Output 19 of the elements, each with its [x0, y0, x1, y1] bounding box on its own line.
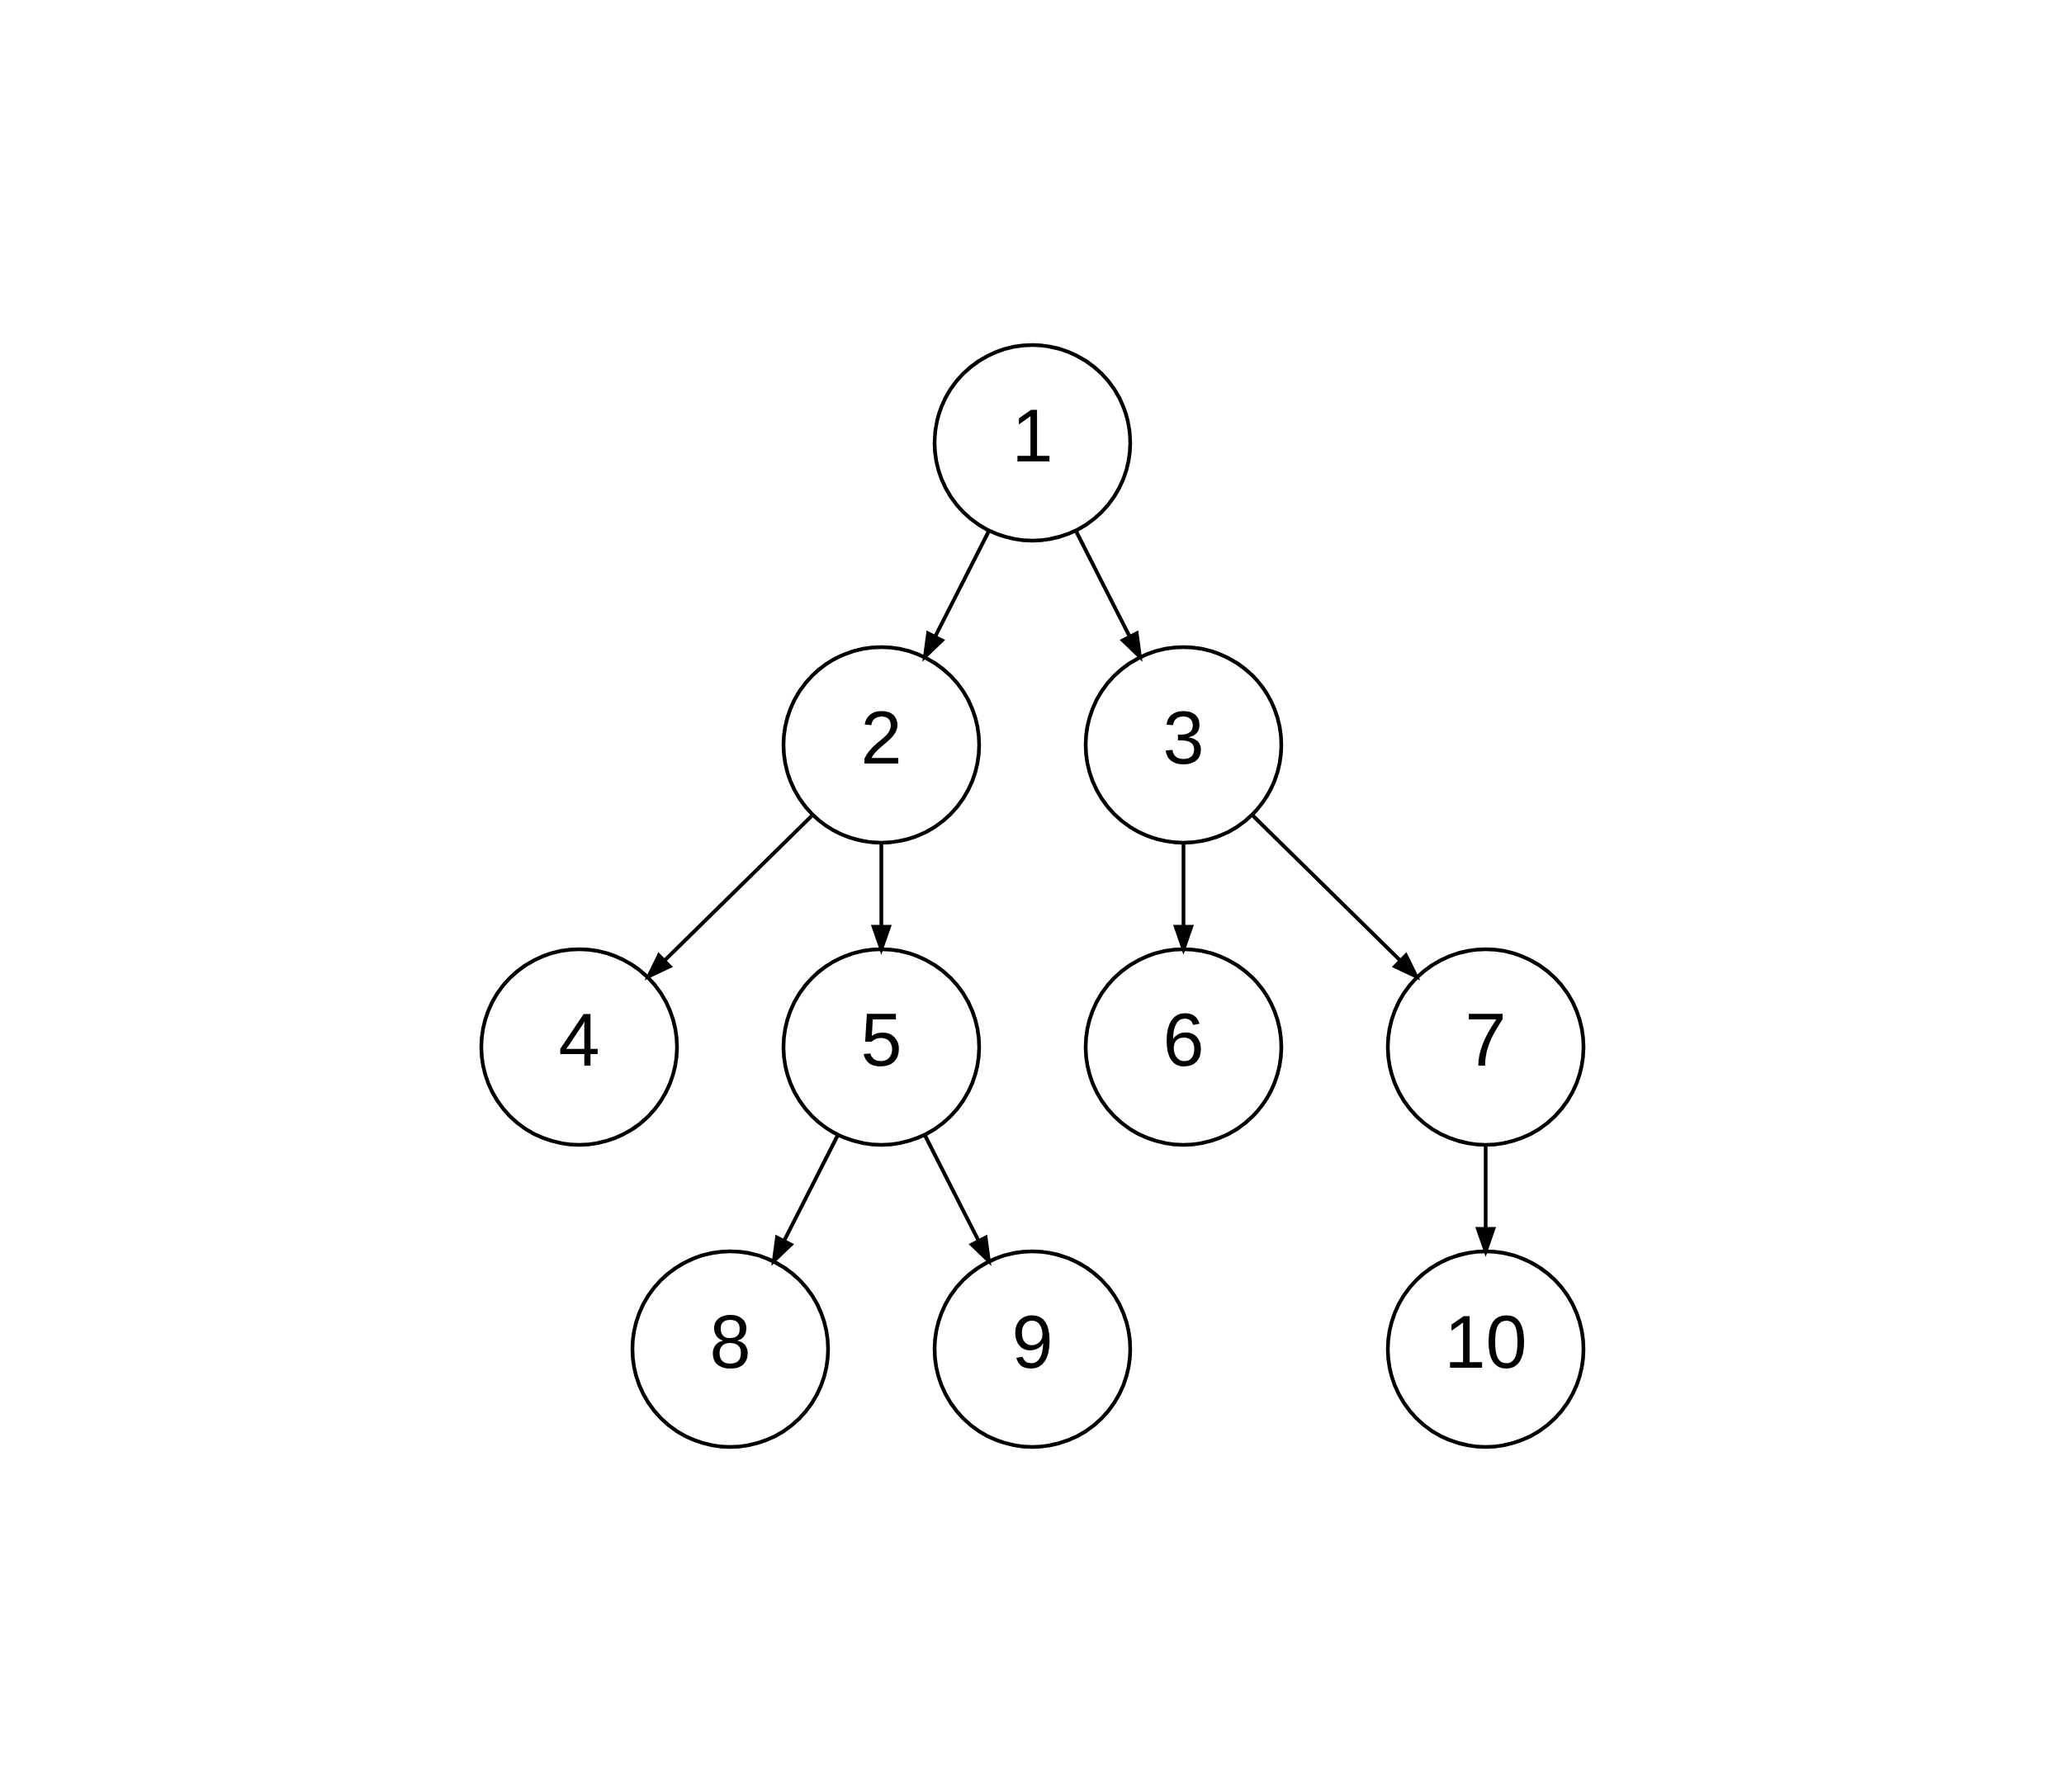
arrow — [870, 843, 892, 955]
arrow — [1073, 530, 1143, 662]
arrow — [644, 813, 814, 981]
node-circle: 10 — [1385, 1249, 1585, 1449]
node-circle: 5 — [781, 947, 981, 1147]
node-circle: 4 — [479, 947, 679, 1147]
node-circle: 1 — [932, 343, 1132, 543]
arrow — [921, 530, 991, 662]
node-circle: 3 — [1083, 645, 1283, 845]
node-circle: 9 — [932, 1249, 1132, 1449]
arrow — [1475, 1145, 1496, 1257]
arrow — [770, 1134, 840, 1266]
node-circle: 8 — [630, 1249, 830, 1449]
node-circle: 2 — [781, 645, 981, 845]
node-circle: 7 — [1385, 947, 1585, 1147]
arrow — [1172, 843, 1194, 955]
node-circle: 6 — [1083, 947, 1283, 1147]
arrow — [1250, 813, 1420, 981]
arrow — [922, 1134, 992, 1266]
